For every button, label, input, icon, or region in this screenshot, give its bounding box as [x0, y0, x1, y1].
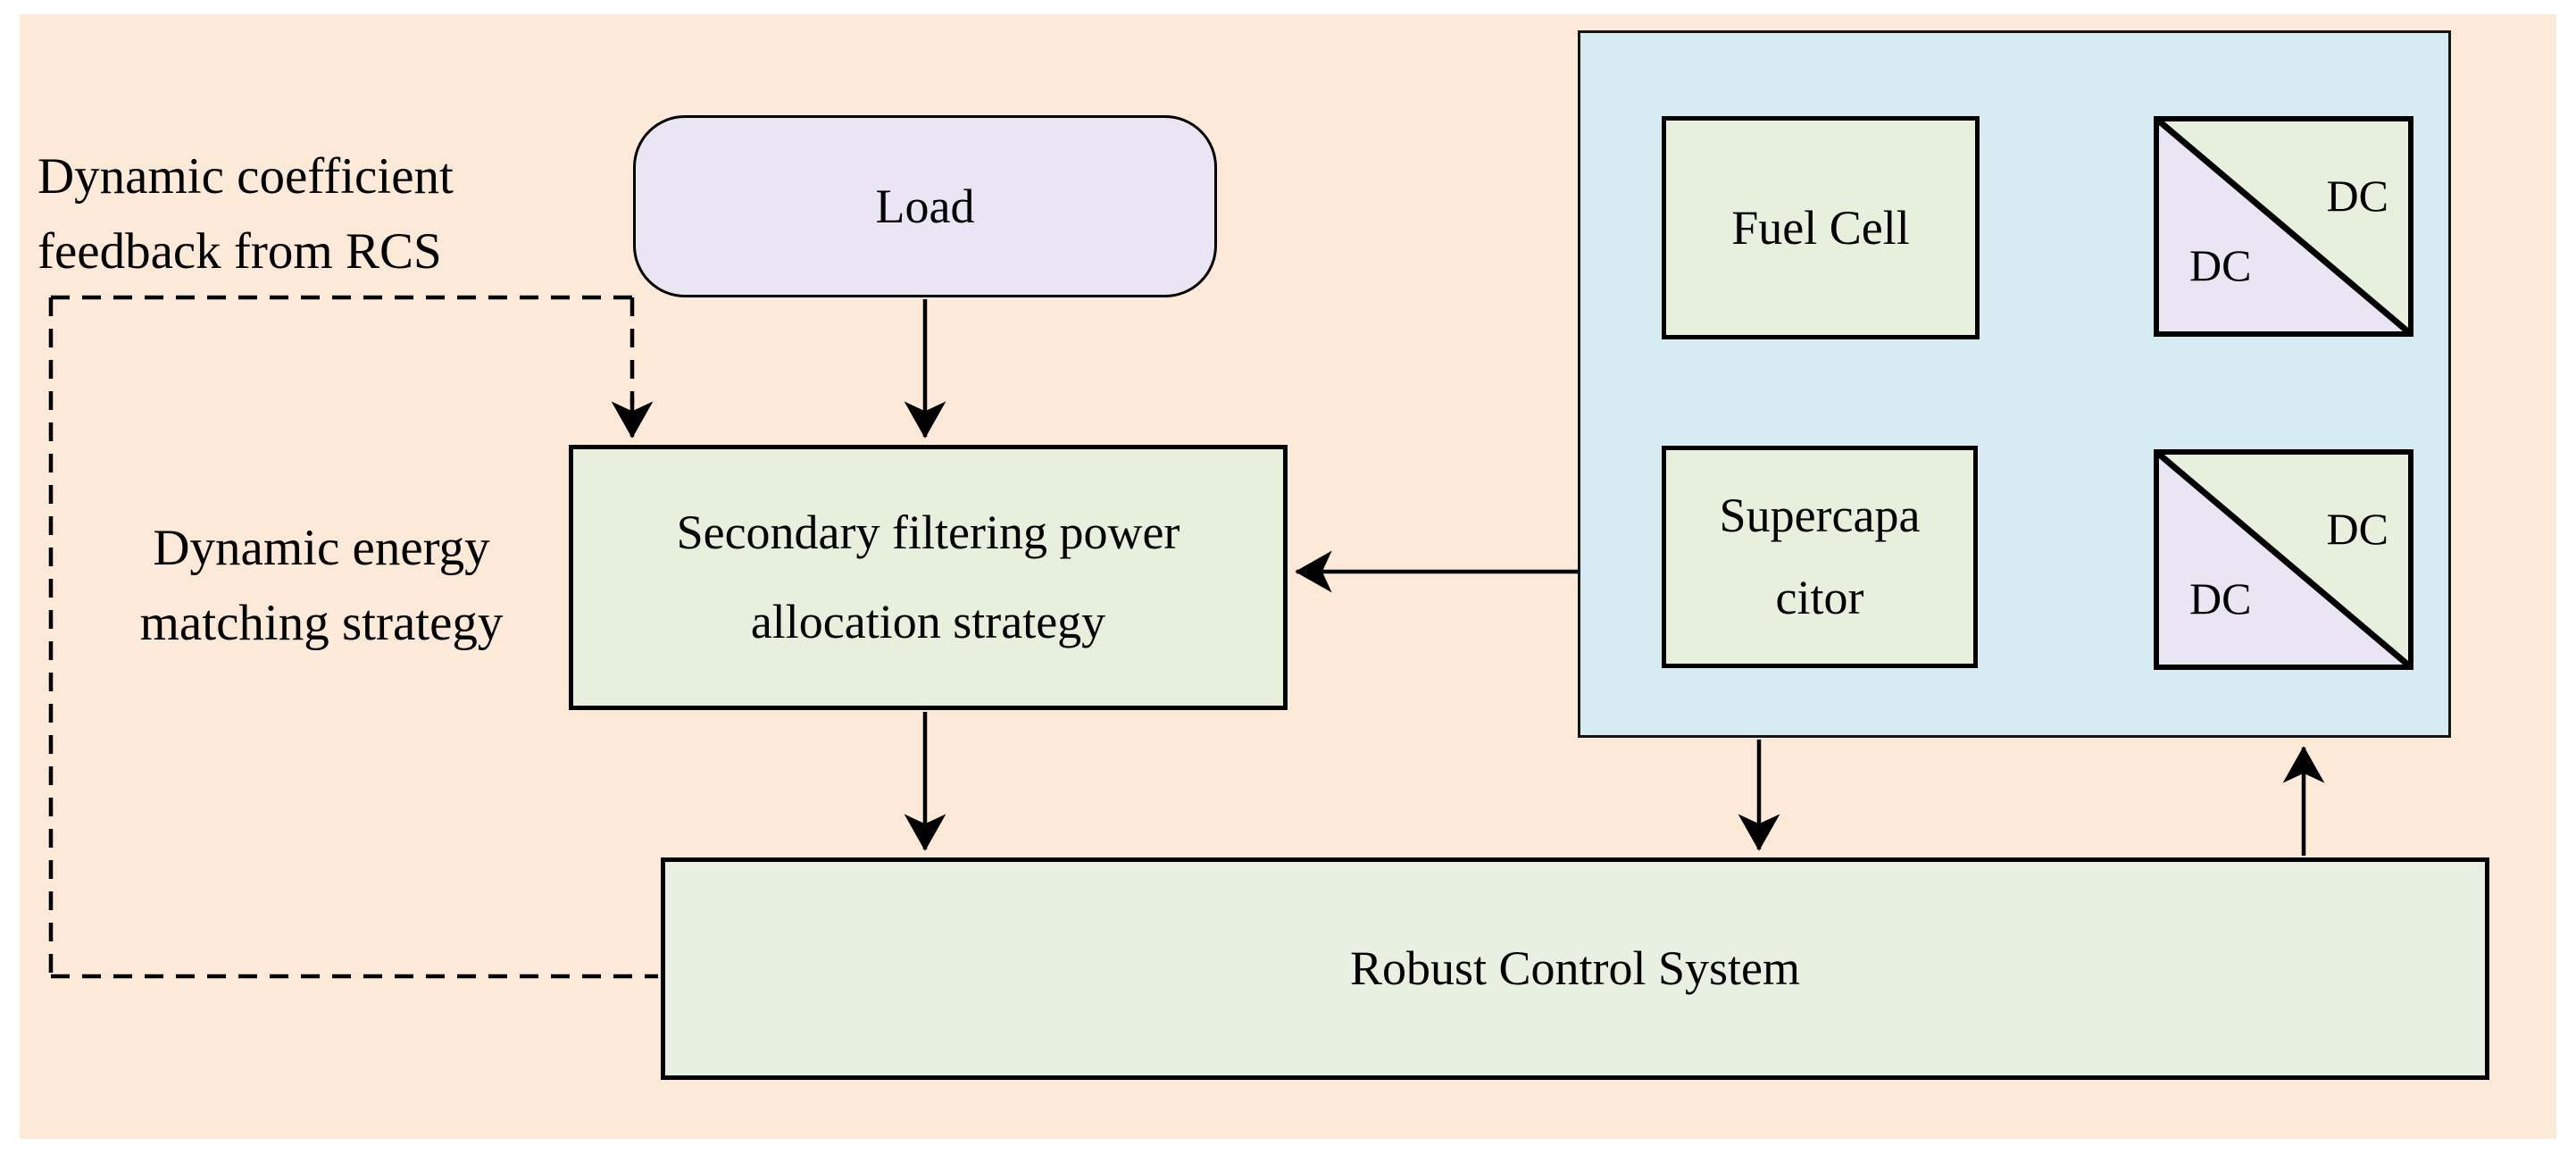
rcs-label: Robust Control System [1349, 941, 1801, 996]
coefficient-feedback-line2: feedback from RCS [38, 222, 442, 280]
energy-matching-line2: matching strategy [139, 594, 504, 651]
fuel-cell-node: Fuel Cell [1662, 116, 1980, 339]
coefficient-feedback-annotation: Dynamic coefficient feedback from RCS [38, 139, 454, 289]
secondary-strategy-node: Secondary filtering power allocation str… [569, 445, 1288, 710]
energy-matching-line1: Dynamic energy [153, 520, 490, 576]
supercapacitor-node: Supercapa citor [1662, 446, 1978, 668]
coefficient-feedback-line1: Dynamic coefficient [38, 148, 454, 205]
dcdc-top-dc-in-label: DC [2189, 240, 2252, 290]
dcdc-top-dc-out-label: DC [2326, 171, 2388, 221]
energy-matching-annotation: Dynamic energy matching strategy [89, 511, 554, 661]
dcdc-converter-bottom: DC DC [2154, 449, 2413, 670]
secondary-strategy-line1: Secondary filtering power [676, 505, 1180, 559]
fuel-cell-label: Fuel Cell [1731, 200, 1910, 255]
supercapacitor-line1: Supercapa [1719, 488, 1921, 542]
dcdc-converter-top: DC DC [2154, 116, 2413, 337]
dcdc-top-shape [2154, 116, 2413, 337]
load-node: Load [633, 115, 1217, 297]
load-label: Load [875, 179, 975, 233]
secondary-strategy-line2: allocation strategy [750, 594, 1106, 648]
dcdc-bottom-dc-out-label: DC [2326, 504, 2388, 554]
dcdc-bottom-dc-in-label: DC [2189, 573, 2252, 623]
supercapacitor-line2: citor [1775, 570, 1864, 624]
dcdc-bottom-shape [2154, 449, 2413, 670]
robust-control-system-node: Robust Control System [661, 857, 2489, 1080]
